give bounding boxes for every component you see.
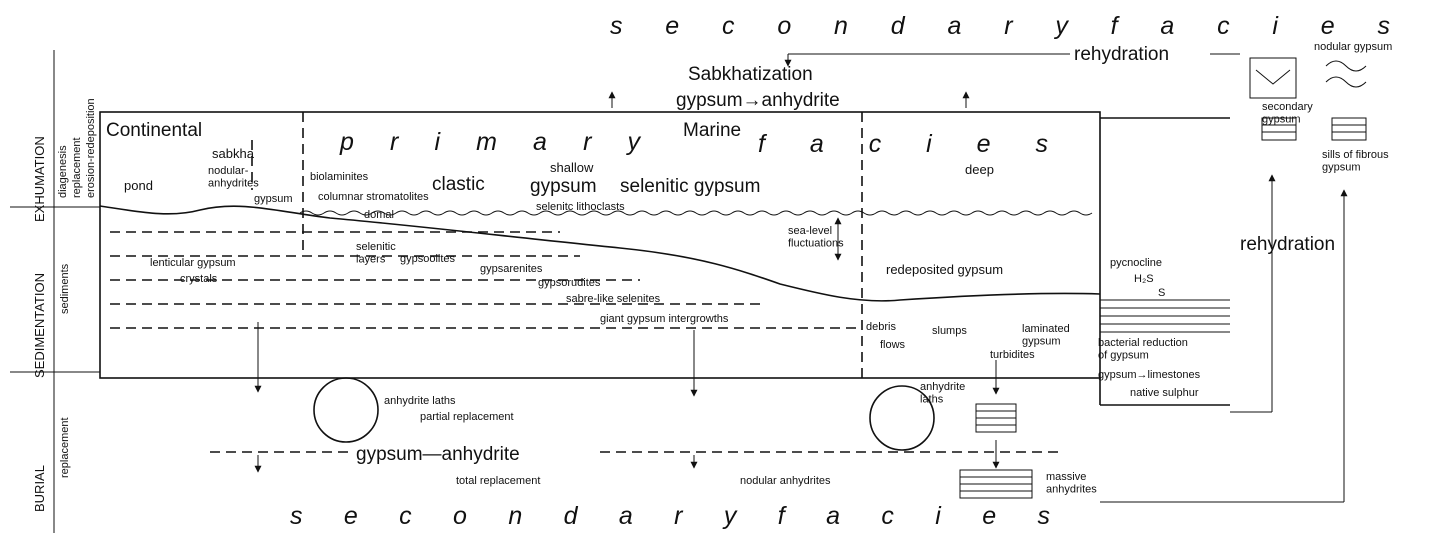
nodular-gypsum-symbol bbox=[1326, 61, 1366, 87]
text-line: gypsum bbox=[1262, 114, 1301, 126]
rehydration-right: rehydration bbox=[1240, 234, 1335, 255]
massive-block-burial bbox=[960, 470, 1032, 498]
left-axis: EXHUMATION SEDIMENTATION BURIAL diagenes… bbox=[10, 50, 100, 533]
rehydration-top: rehydration bbox=[1074, 44, 1169, 65]
axis-sedimentation: SEDIMENTATION bbox=[32, 273, 47, 378]
debris-label: debris bbox=[866, 321, 896, 333]
facies-label: f a c i e s bbox=[758, 130, 1048, 158]
native-sulphur-label: native sulphur bbox=[1130, 387, 1199, 399]
gypsum-anhydrite-top: gypsum→anhydrite bbox=[676, 90, 840, 111]
deep-label: deep bbox=[965, 162, 994, 177]
axis-exhumation: EXHUMATION bbox=[32, 136, 47, 222]
nodular-anhydrites-label: nodular-anhydrites bbox=[208, 165, 259, 190]
secondary-gypsum-symbol bbox=[1250, 58, 1296, 98]
sabkhatization-label: Sabkhatization bbox=[688, 64, 813, 85]
pond-label: pond bbox=[124, 178, 153, 193]
primary-title: p r i m a r y bbox=[339, 128, 642, 156]
process-replacement: replacement bbox=[71, 137, 83, 198]
selenitic-lithoclasts-label: selenitc lithoclasts bbox=[536, 201, 625, 213]
gypsarenites-label: gypsarenites bbox=[480, 263, 543, 275]
shallow-label: shallow bbox=[550, 160, 594, 175]
axis-burial: BURIAL bbox=[32, 465, 47, 512]
selenitic-gypsum-label: selenitic gypsum bbox=[620, 176, 760, 197]
biolaminites-label: biolaminites bbox=[310, 171, 369, 183]
nodular-anhydrites-burial: nodular anhydrites bbox=[740, 475, 831, 487]
partial-replacement-label: partial replacement bbox=[420, 411, 514, 423]
sediment-fill bbox=[110, 232, 860, 328]
process-erosion: erosion-redeposition bbox=[85, 98, 97, 198]
anhydrite-laths-label: anhydrite laths bbox=[384, 395, 456, 407]
slumps-label: slumps bbox=[932, 325, 967, 337]
anhydrite-laths-circle bbox=[314, 378, 378, 442]
secondary-facies-bottom: s e c o n d a r y f a c i e s bbox=[290, 502, 1050, 530]
sabre-label: sabre-like selenites bbox=[566, 293, 661, 305]
continental-label: Continental bbox=[106, 120, 202, 141]
sea-surface bbox=[300, 211, 1092, 215]
domal-label: domal bbox=[364, 209, 394, 221]
gypsum-limestones-label: gypsum→limestones bbox=[1098, 369, 1201, 381]
secondary-facies-top: s e c o n d a r y f a c i e s bbox=[610, 12, 1390, 40]
sabkha-label: sabkha bbox=[212, 146, 255, 161]
deep-laminations bbox=[1100, 300, 1230, 332]
redeposited-label: redeposited gypsum bbox=[886, 262, 1003, 277]
h2s-label: H₂S bbox=[1134, 273, 1154, 285]
shallow-gypsum-label: gypsum bbox=[530, 176, 597, 197]
gypsoolites-label: gypsoolites bbox=[400, 253, 456, 265]
laminated-block-burial bbox=[976, 404, 1016, 432]
gypsum-anhydrite-burial: gypsum—anhydrite bbox=[356, 444, 520, 465]
total-replacement-label: total replacement bbox=[456, 475, 540, 487]
gypsorudites-label: gypsorudites bbox=[538, 277, 601, 289]
pycnocline-label: pycnocline bbox=[1110, 257, 1162, 269]
nodular-gypsum-label: nodular gypsum bbox=[1314, 41, 1392, 53]
clastic-label: clastic bbox=[432, 174, 485, 195]
sabkha-gypsum-label: gypsum bbox=[254, 193, 293, 205]
lenticular-label: lenticular gypsum bbox=[150, 257, 236, 269]
giant-label: giant gypsum intergrowths bbox=[600, 313, 729, 325]
columnar-label: columnar stromatolites bbox=[318, 191, 429, 203]
process-sediments: sediments bbox=[59, 263, 71, 314]
marine-label: Marine bbox=[683, 120, 741, 141]
sills-block bbox=[1332, 118, 1366, 140]
process-replacement-burial: replacement bbox=[59, 417, 71, 478]
flows-label: flows bbox=[880, 339, 906, 351]
turbidites-label: turbidites bbox=[990, 349, 1035, 361]
process-diagenesis: diagenesis bbox=[57, 145, 69, 198]
anhydrite-laths-circle-2 bbox=[870, 386, 934, 450]
s-label: S bbox=[1158, 287, 1165, 299]
crystals-label: crystals bbox=[180, 273, 218, 285]
